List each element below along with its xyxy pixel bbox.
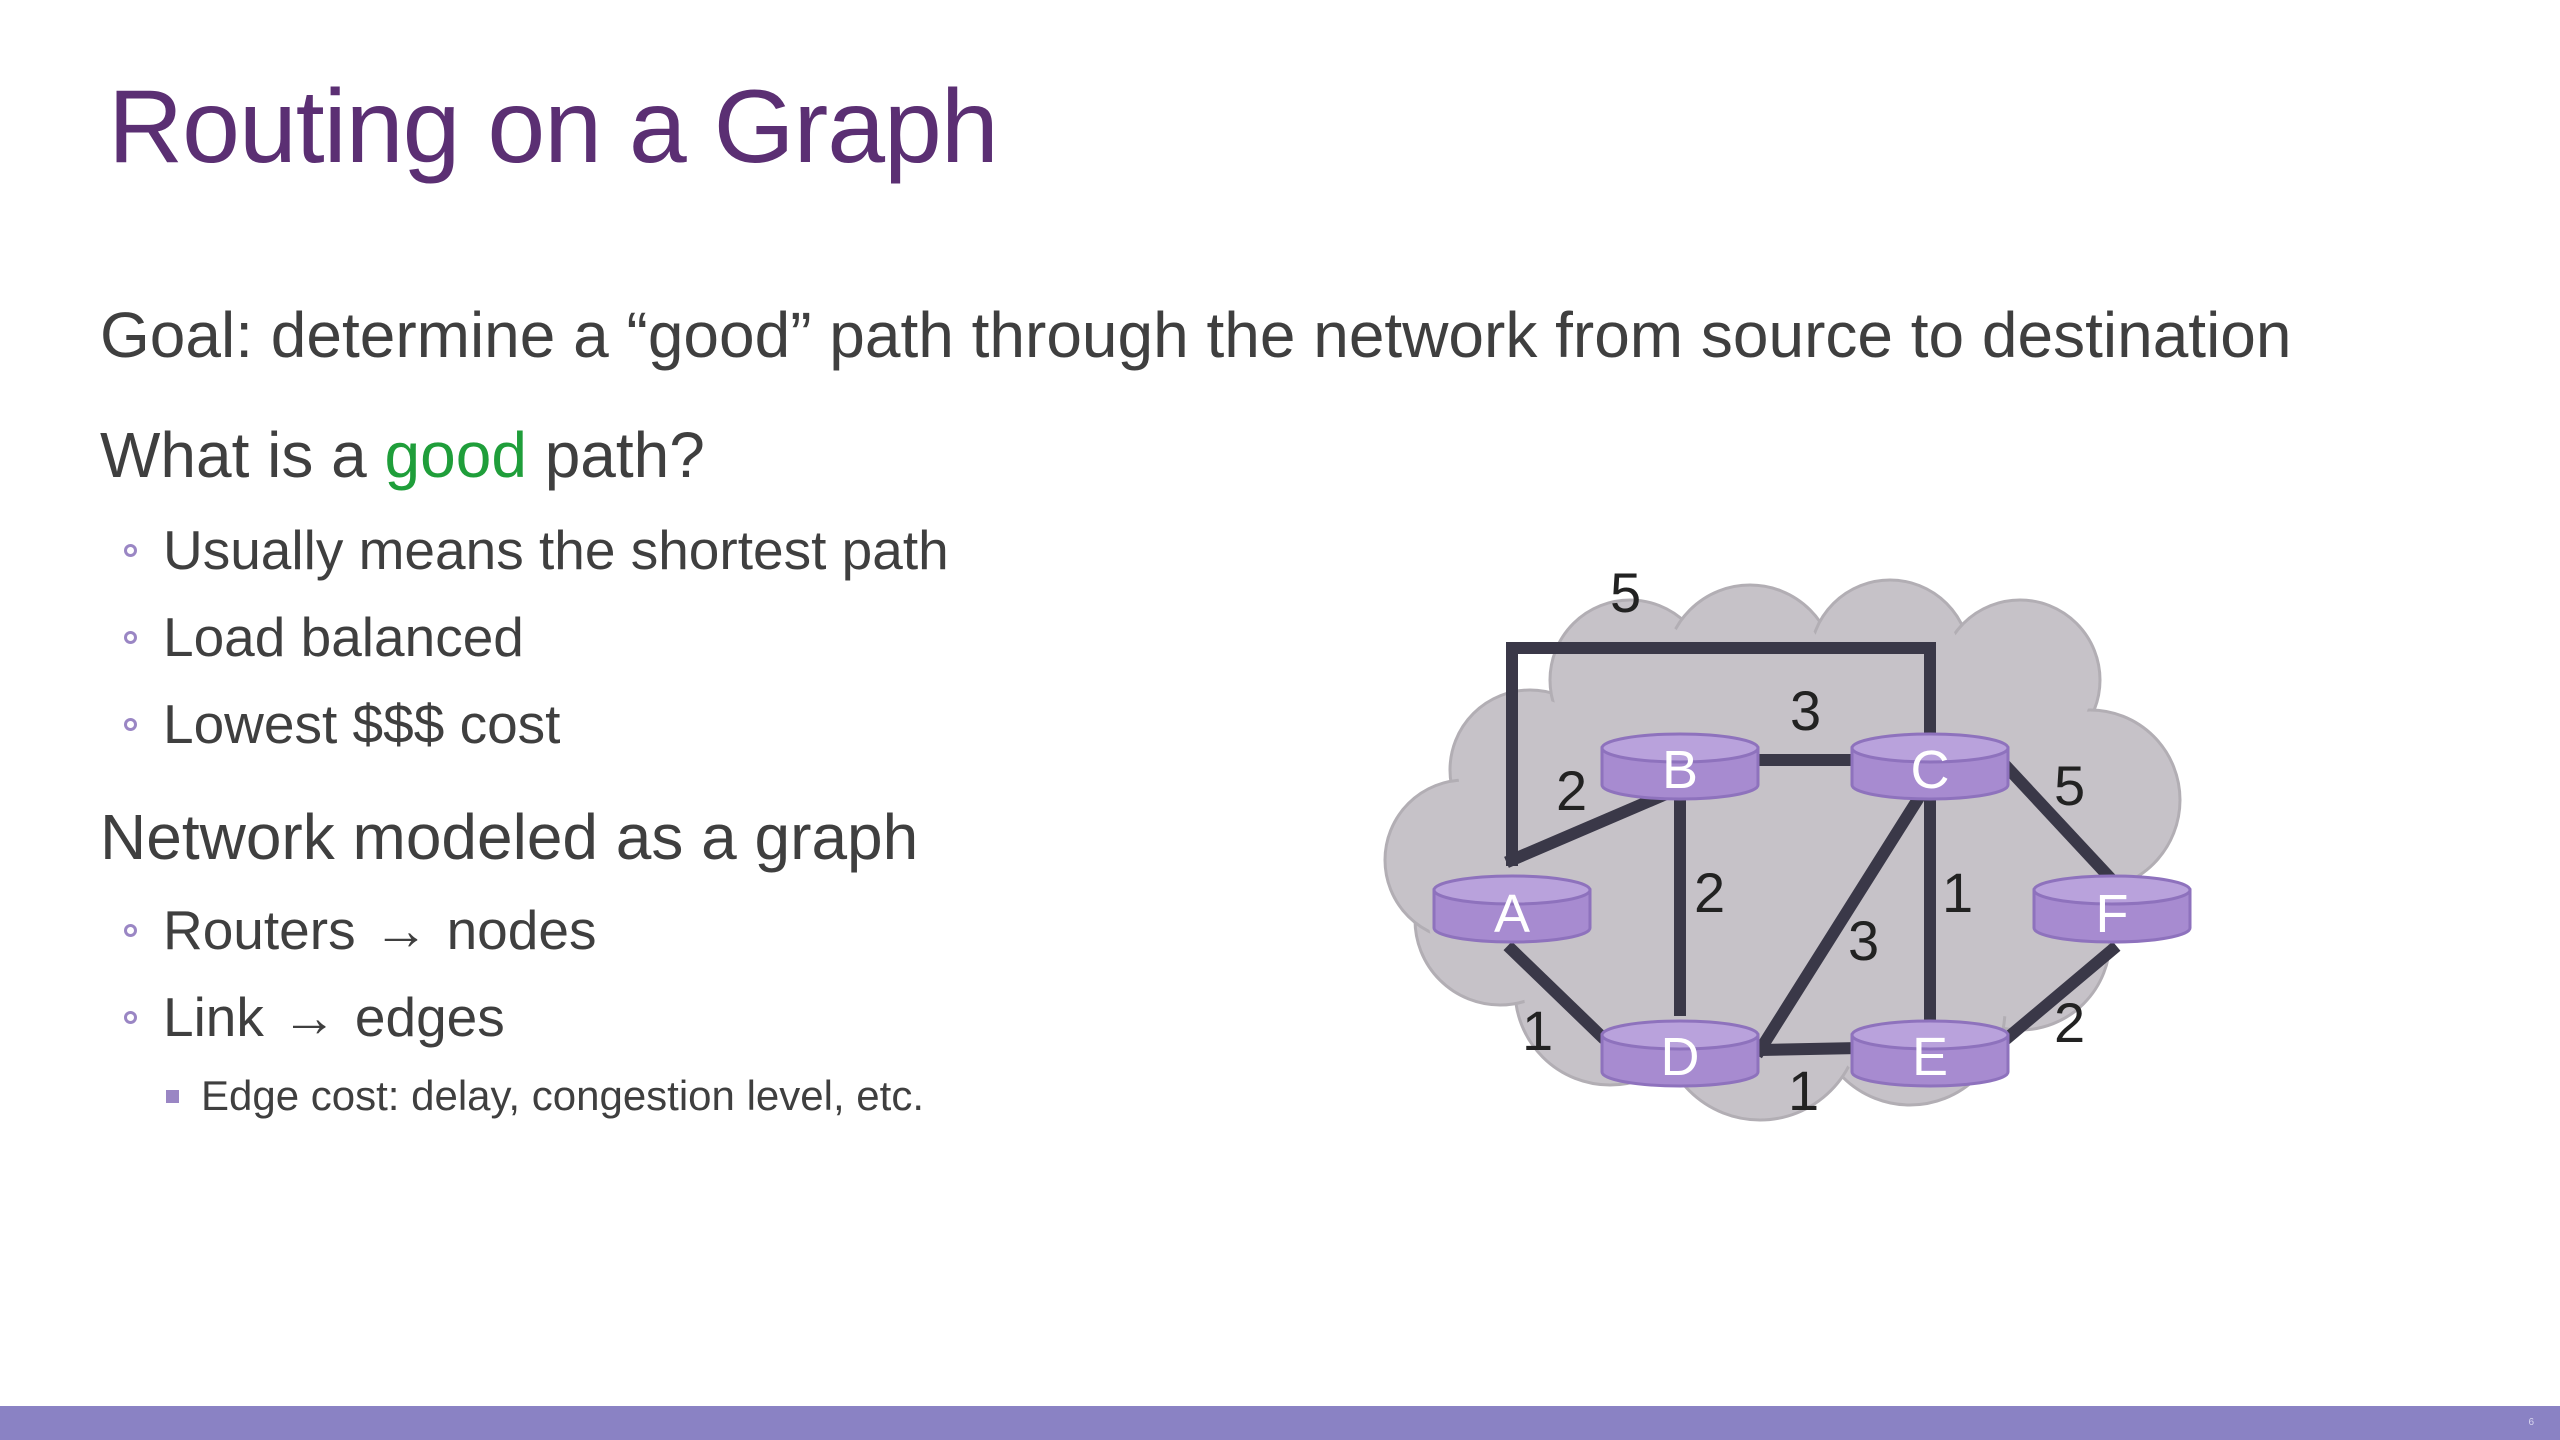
bullet-shortest-path: Usually means the shortest path bbox=[124, 518, 949, 582]
node-label-e: E bbox=[1912, 1027, 1948, 1087]
edge-d-e bbox=[1753, 1041, 1867, 1057]
node-label-b: B bbox=[1662, 740, 1698, 800]
slide-number: 6 bbox=[2528, 1417, 2534, 1428]
bullet-dot-icon bbox=[124, 1010, 137, 1024]
question-highlight: good bbox=[384, 419, 527, 491]
edge-label-c-f: 5 bbox=[2054, 754, 2085, 817]
bullet-left: Routers bbox=[163, 899, 356, 961]
node-c: C bbox=[1850, 732, 2010, 801]
sub-bullet-edge-cost: Edge cost: delay, congestion level, etc. bbox=[166, 1072, 924, 1120]
edge-a-b bbox=[1504, 780, 1688, 868]
slide-title: Routing on a Graph bbox=[108, 69, 999, 185]
bullet-left: Link bbox=[163, 986, 264, 1048]
good-path-question: What is a good path? bbox=[100, 418, 705, 492]
node-d: D bbox=[1600, 1019, 1760, 1088]
bullet-dot-icon bbox=[124, 543, 137, 557]
edge-a-c bbox=[1506, 642, 1936, 866]
bullet-lowest-cost: Lowest $$$ cost bbox=[124, 692, 560, 756]
goal-text: Goal: determine a “good” path through th… bbox=[100, 299, 2292, 371]
right-arrow-icon: → bbox=[281, 986, 337, 1048]
edge-label-b-d: 2 bbox=[1694, 861, 1725, 924]
edge-label-a-d: 1 bbox=[1522, 999, 1553, 1062]
bullet-dot-icon bbox=[124, 923, 137, 937]
question-prefix: What is a bbox=[100, 419, 385, 491]
node-b: B bbox=[1600, 732, 1760, 801]
bullet-right: edges bbox=[354, 986, 505, 1048]
edge-label-a-b: 2 bbox=[1556, 759, 1587, 822]
edge-c-f bbox=[1996, 756, 2121, 889]
sub-bullet-text: Edge cost: delay, congestion level, etc. bbox=[201, 1072, 924, 1119]
edge-e-f bbox=[1996, 941, 2121, 1049]
question-suffix: path? bbox=[526, 419, 705, 491]
edge-a-d bbox=[1503, 941, 1609, 1044]
bullet-dot-icon bbox=[124, 630, 137, 644]
bullet-link-edges: Link → edges bbox=[124, 985, 505, 1049]
bullet-dot-icon bbox=[124, 717, 137, 731]
node-label-a: A bbox=[1494, 884, 1530, 944]
bullet-text: Usually means the shortest path bbox=[163, 519, 949, 581]
model-heading: Network modeled as a graph bbox=[100, 801, 919, 873]
edge-label-a-c: 5 bbox=[1610, 561, 1641, 624]
bullet-text: Lowest $$$ cost bbox=[163, 693, 561, 755]
node-label-c: C bbox=[1911, 740, 1950, 800]
edge-label-d-e: 1 bbox=[1788, 1059, 1819, 1122]
network-graph-diagram: 5 2 3 2 1 3 1 1 5 2 B C A F bbox=[1370, 560, 2220, 1210]
node-e: E bbox=[1850, 1019, 2010, 1088]
bullet-routers-nodes: Routers → nodes bbox=[124, 898, 596, 962]
node-label-f: F bbox=[2096, 884, 2129, 944]
bullet-text: Load balanced bbox=[163, 606, 524, 668]
bullet-right: nodes bbox=[446, 899, 597, 961]
bullet-load-balanced: Load balanced bbox=[124, 605, 524, 669]
edge-label-e-f: 2 bbox=[2054, 991, 2085, 1054]
footer-bar bbox=[0, 1406, 2560, 1440]
edge-label-c-e: 1 bbox=[1942, 861, 1973, 924]
sub-bullet-square-icon bbox=[166, 1089, 179, 1103]
edge-c-d bbox=[1751, 771, 1939, 1059]
edge-label-c-d: 3 bbox=[1848, 909, 1879, 972]
node-label-d: D bbox=[1661, 1027, 1700, 1087]
node-a: A bbox=[1432, 874, 1592, 944]
right-arrow-icon: → bbox=[373, 899, 429, 961]
network-graph-svg: 5 2 3 2 1 3 1 1 5 2 B C A F bbox=[1383, 561, 2192, 1122]
node-f: F bbox=[2032, 874, 2192, 944]
edge-label-b-c: 3 bbox=[1790, 679, 1821, 742]
